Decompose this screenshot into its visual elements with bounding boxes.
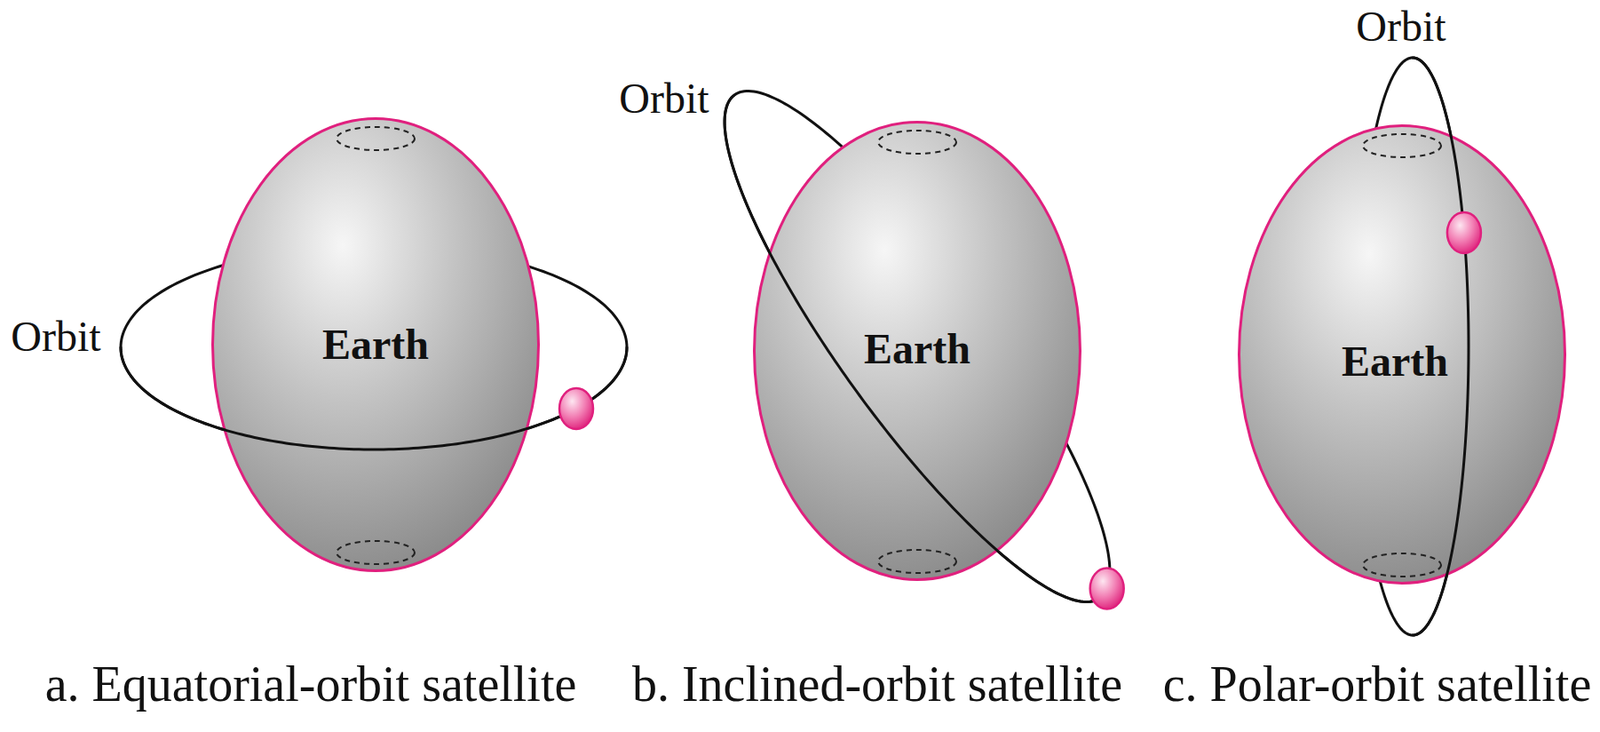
panel-caption: b. Inclined-orbit satellite: [632, 655, 1123, 713]
earth-label: Earth: [322, 321, 429, 369]
earth-label: Earth: [1341, 338, 1449, 386]
satellite: [1447, 212, 1482, 254]
satellite: [559, 388, 594, 429]
pole-circle: [1362, 134, 1442, 158]
caption-box: c. Polar-orbit satellite: [1163, 655, 1593, 713]
satellite: [1090, 568, 1125, 610]
orbit-label-box: Orbit: [618, 73, 709, 123]
pole-circle: [1362, 553, 1442, 577]
caption-box: b. Inclined-orbit satellite: [632, 655, 1123, 713]
earth-body: [754, 122, 1081, 580]
earth-label: Earth: [863, 325, 971, 373]
earth-globe: Earth: [1237, 124, 1567, 585]
pole-circle: [336, 540, 415, 564]
earth-globe: Earth: [752, 120, 1082, 581]
orbit-path: [724, 90, 1110, 602]
orbit-label-box: Orbit: [10, 311, 101, 361]
orbit-label: Orbit: [10, 311, 101, 361]
orbit-label-box: Orbit: [1355, 1, 1446, 51]
orbit-label: Orbit: [618, 73, 709, 123]
orbit-label: Orbit: [1355, 1, 1446, 51]
pole-circle: [878, 549, 957, 573]
earth-body: [213, 118, 539, 571]
earth-globe: Earth: [211, 117, 540, 572]
caption-box: a. Equatorial-orbit satellite: [45, 655, 578, 713]
earth-body: [1239, 126, 1566, 584]
orbit-path-front: [724, 95, 1101, 602]
panel-caption: c. Polar-orbit satellite: [1163, 655, 1593, 713]
pole-circle: [336, 126, 415, 151]
pole-circle: [878, 130, 957, 154]
panel-caption: a. Equatorial-orbit satellite: [45, 655, 578, 713]
